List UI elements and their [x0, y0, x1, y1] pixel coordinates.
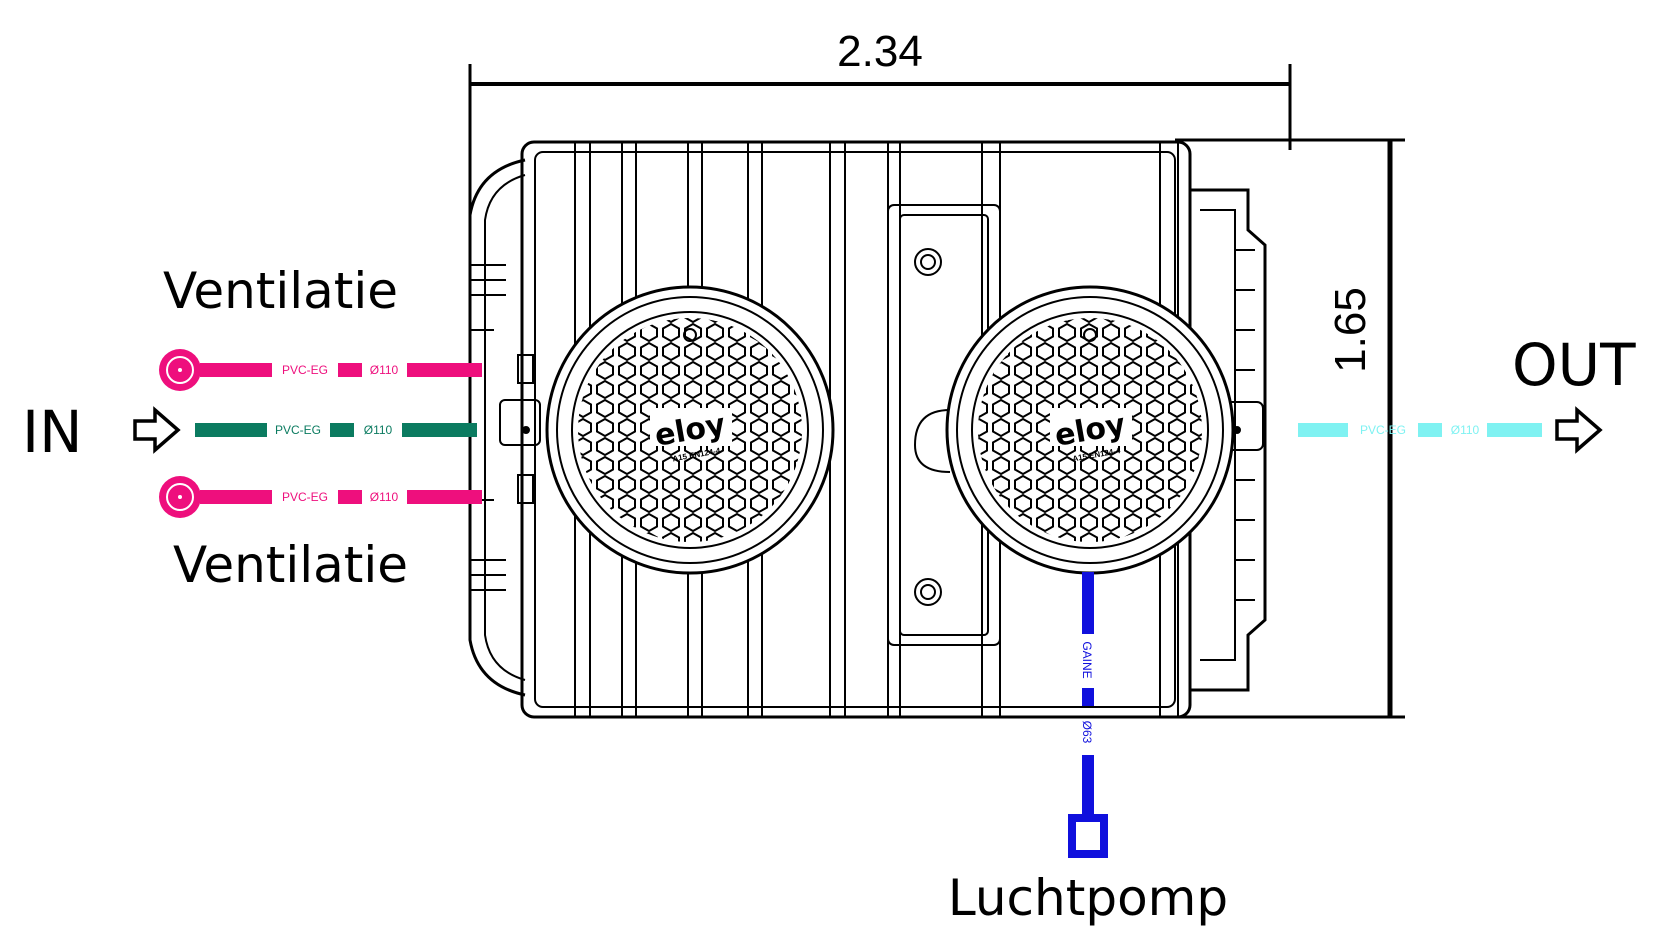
right-lid: eloy A15 EN124-4 — [945, 285, 1235, 575]
vent-bottom-material: PVC-EG — [282, 490, 328, 504]
height-dimension: 1.65 — [1175, 138, 1405, 719]
left-lid: eloy A15 EN124-4 — [545, 285, 835, 575]
ventilation-bottom-pipe: PVC-EG Ø110 — [159, 476, 482, 518]
in-arrow-icon — [133, 406, 181, 454]
air-pump-line: GAINE Ø63 — [1068, 572, 1108, 858]
inlet-pipe: PVC-EG Ø110 — [195, 423, 477, 437]
inlet-material: PVC-EG — [275, 423, 321, 437]
in-label: IN — [22, 398, 83, 466]
ventilation-top-label: Ventilatie — [163, 262, 398, 320]
outlet-material: PVC-EG — [1360, 423, 1406, 437]
left-lid-lock-icon — [683, 328, 697, 342]
vent-top-diameter: Ø110 — [370, 363, 399, 377]
air-pump-label: Luchtpomp — [948, 869, 1228, 927]
ventilation-bottom-label: Ventilatie — [173, 536, 408, 594]
out-arrow-icon — [1555, 406, 1603, 454]
width-label: 2.34 — [837, 27, 923, 76]
air-pump-icon — [1068, 814, 1108, 858]
inlet-diameter: Ø110 — [364, 423, 393, 437]
outlet-diameter: Ø110 — [1451, 423, 1480, 437]
vent-top-material: PVC-EG — [282, 363, 328, 377]
tank-body — [468, 140, 1267, 719]
out-label: OUT — [1512, 331, 1636, 399]
outlet-pipe: PVC-EG Ø110 — [1298, 423, 1542, 437]
right-lid-lock-icon — [1083, 328, 1097, 342]
width-dimension: 2.34 — [468, 27, 1292, 215]
air-diameter: Ø63 — [1080, 721, 1094, 744]
height-label: 1.65 — [1326, 287, 1375, 373]
ventilation-top-pipe: PVC-EG Ø110 — [159, 349, 482, 391]
air-material: GAINE — [1080, 641, 1094, 678]
vent-bottom-diameter: Ø110 — [370, 490, 399, 504]
right-teeth — [1235, 249, 1255, 601]
